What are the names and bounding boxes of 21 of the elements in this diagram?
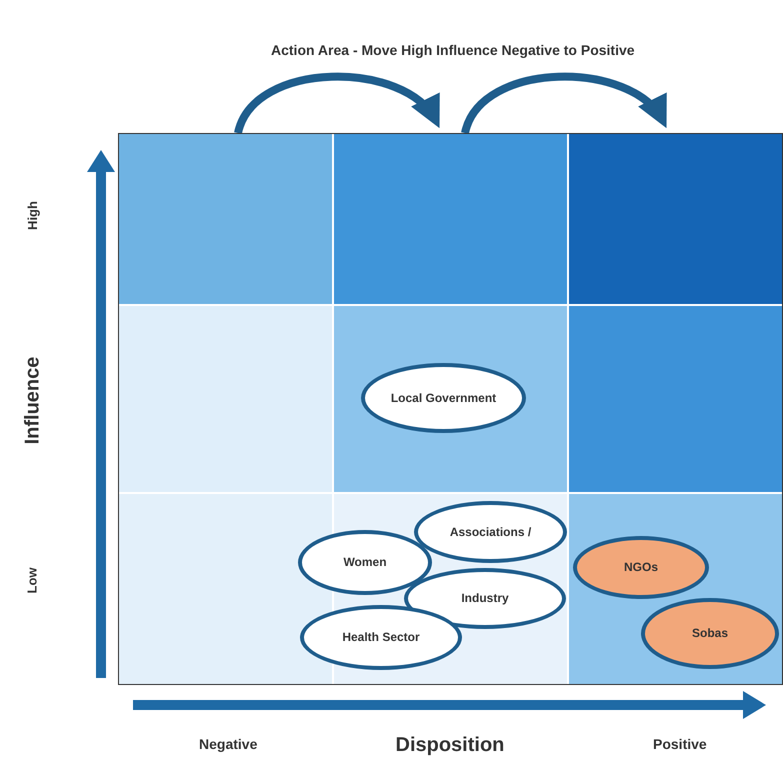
matrix-cell bbox=[333, 133, 568, 305]
axis-title: Influence bbox=[21, 356, 44, 444]
curved-arrow bbox=[461, 72, 668, 134]
matrix-cell bbox=[568, 493, 783, 685]
curved-arrow bbox=[234, 72, 441, 134]
matrix-cell bbox=[333, 305, 568, 493]
axis-title: Disposition bbox=[396, 734, 504, 756]
matrix-cell bbox=[118, 133, 333, 305]
stakeholder-ellipse: Sobas bbox=[641, 598, 779, 669]
chart-title: Action Area - Move High Influence Negative to Positive bbox=[271, 42, 635, 58]
stakeholder-ellipse: Local Government bbox=[361, 363, 526, 433]
axis-label: Negative bbox=[199, 736, 258, 752]
matrix-cell bbox=[568, 133, 783, 305]
axis-label: Low bbox=[24, 567, 40, 593]
stakeholder-ellipse: NGOs bbox=[573, 536, 709, 599]
axis-label: Positive bbox=[653, 736, 707, 752]
axis-label: High bbox=[24, 200, 40, 230]
matrix-cell bbox=[568, 305, 783, 493]
matrix-cell bbox=[118, 493, 333, 685]
stakeholder-ellipse: Associations / bbox=[414, 501, 567, 563]
matrix-cell bbox=[118, 305, 333, 493]
